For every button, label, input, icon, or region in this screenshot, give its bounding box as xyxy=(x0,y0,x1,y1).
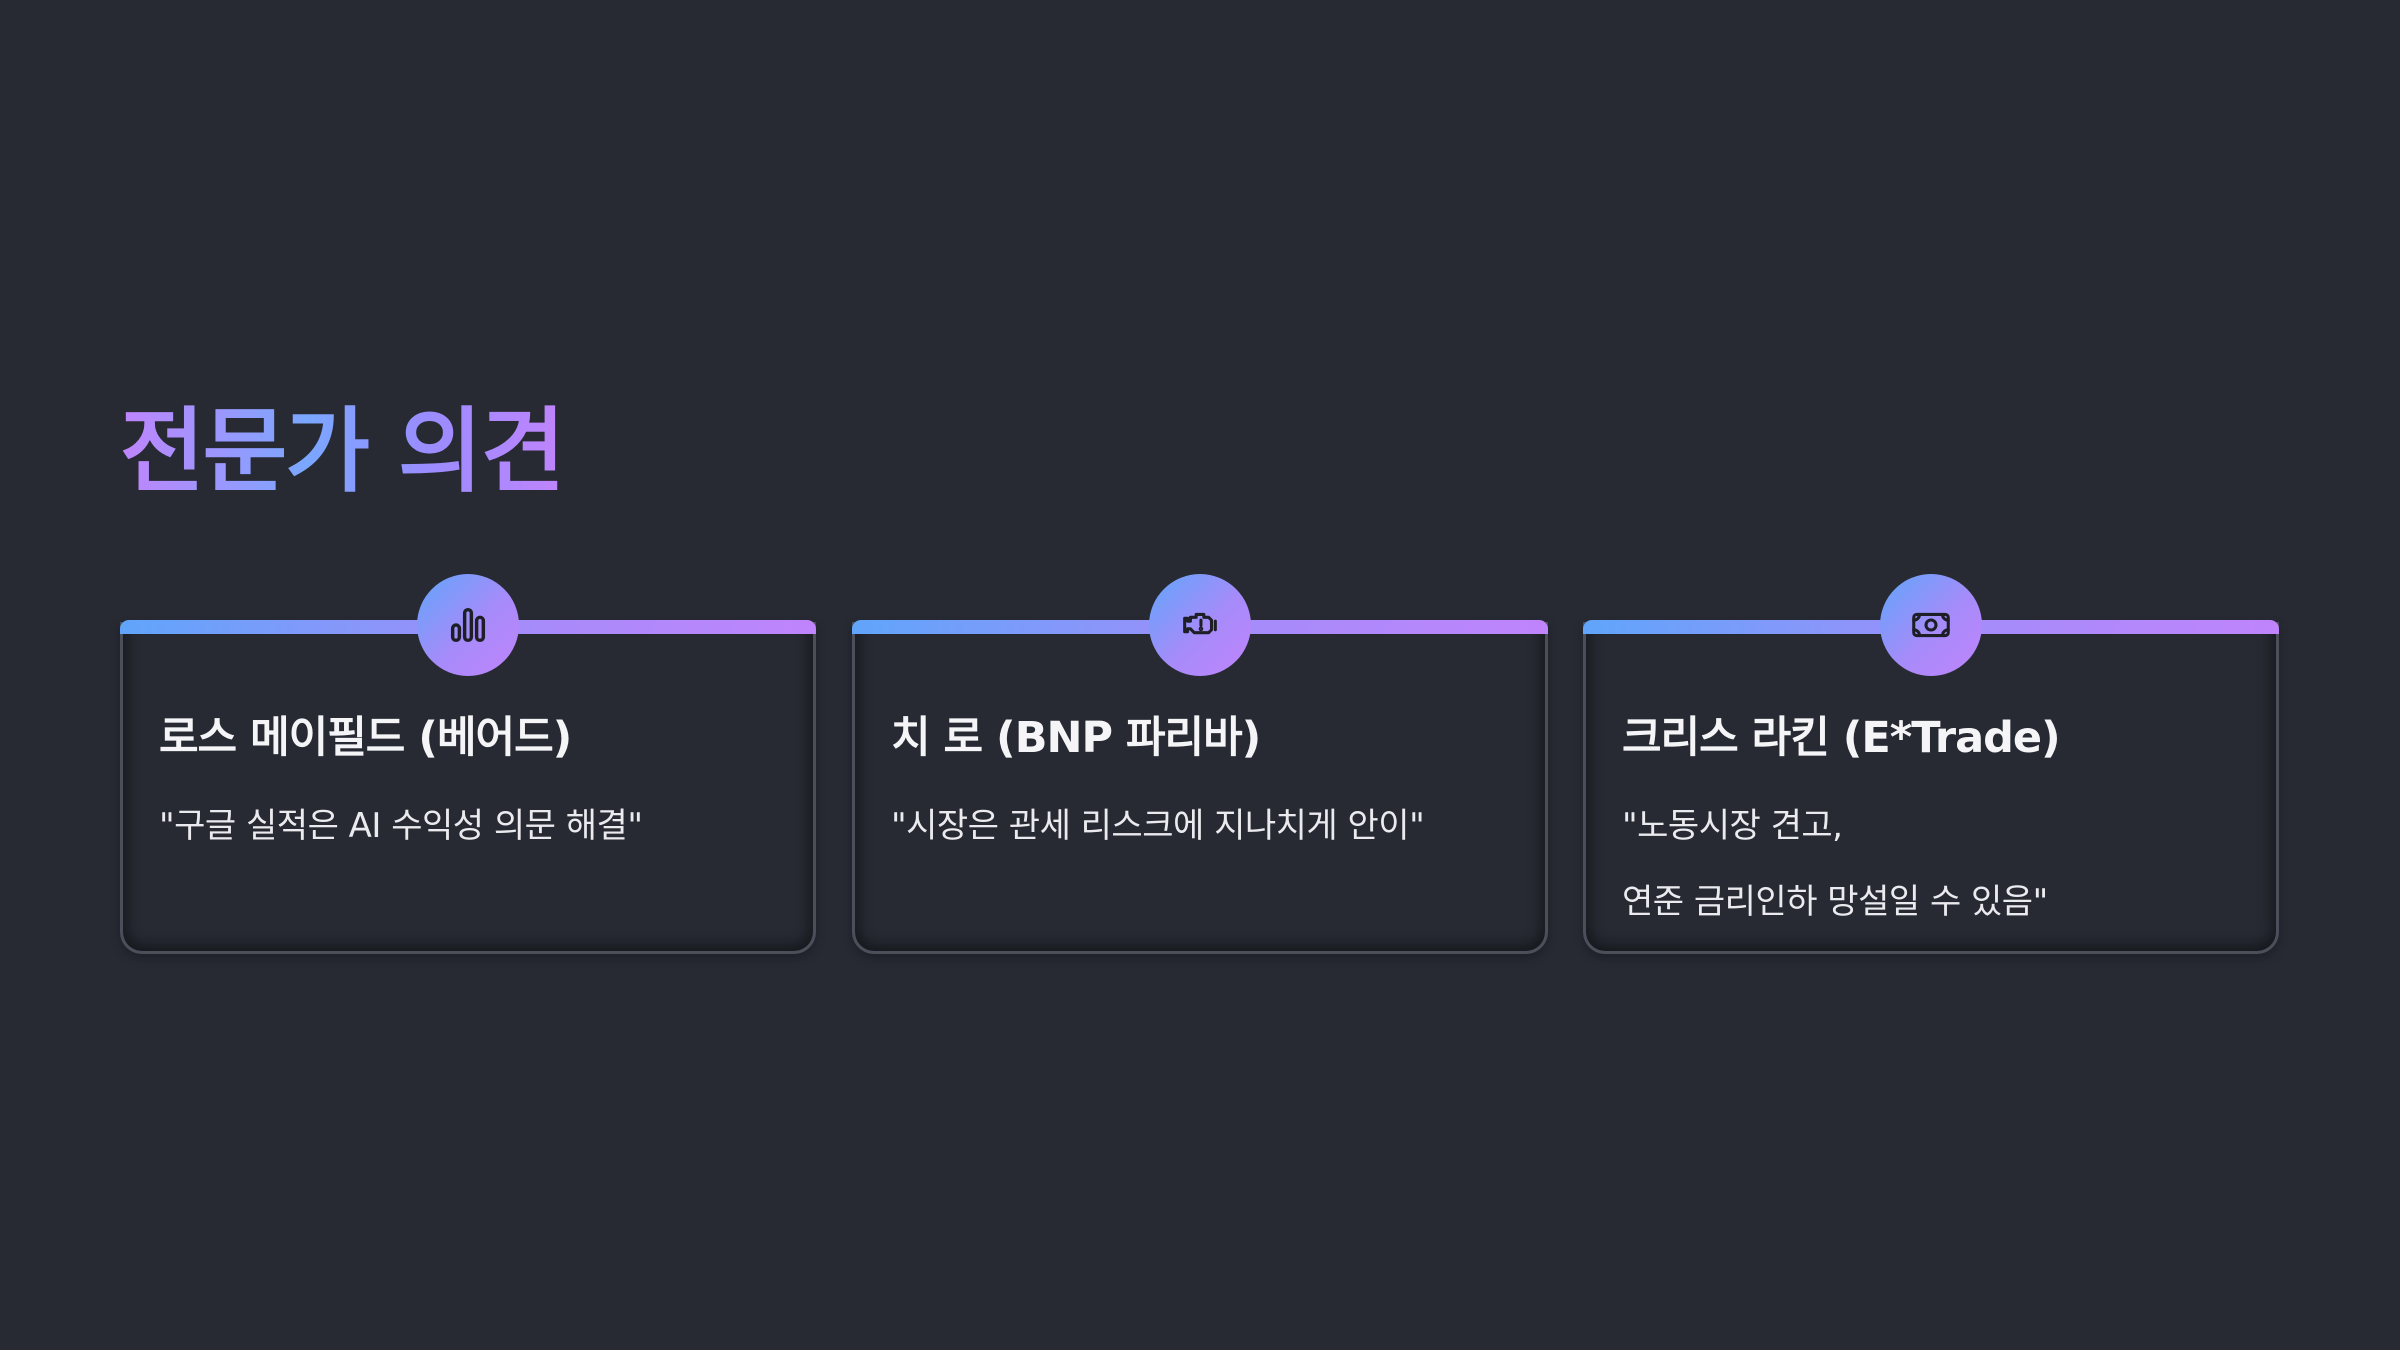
icon-badge xyxy=(1149,574,1251,676)
expert-card: 치 로 (BNP 파리바) "시장은 관세 리스크에 지나치게 안이" xyxy=(852,574,1548,954)
expert-quote: "노동시장 견고, 연준 금리인하 망설일 수 있음" xyxy=(1622,788,2262,940)
expert-name: 로스 메이필드 (베어드) xyxy=(159,713,572,763)
bar-chart-icon xyxy=(450,607,486,643)
expert-name: 치 로 (BNP 파리바) xyxy=(891,713,1261,763)
expert-quote: "구글 실적은 AI 수익성 의문 해결" xyxy=(159,788,799,864)
icon-badge xyxy=(1880,574,1982,676)
engine-warning-icon xyxy=(1183,612,1217,635)
expert-name: 크리스 라킨 (E*Trade) xyxy=(1622,713,2061,763)
slide-title: 전문가 의견 xyxy=(120,392,565,512)
quote-line: "구글 실적은 AI 수익성 의문 해결" xyxy=(159,806,643,846)
expert-card: 로스 메이필드 (베어드) "구글 실적은 AI 수익성 의문 해결" xyxy=(120,574,816,954)
banknote-icon xyxy=(1912,612,1950,638)
quote-line: "노동시장 견고, xyxy=(1622,806,1843,846)
quote-line: "시장은 관세 리스크에 지나치게 안이" xyxy=(891,806,1425,846)
quote-line: 연준 금리인하 망설일 수 있음" xyxy=(1622,882,2048,922)
expert-quote: "시장은 관세 리스크에 지나치게 안이" xyxy=(891,788,1531,864)
expert-card: 크리스 라킨 (E*Trade) "노동시장 견고, 연준 금리인하 망설일 수… xyxy=(1583,574,2279,954)
icon-badge xyxy=(417,574,519,676)
